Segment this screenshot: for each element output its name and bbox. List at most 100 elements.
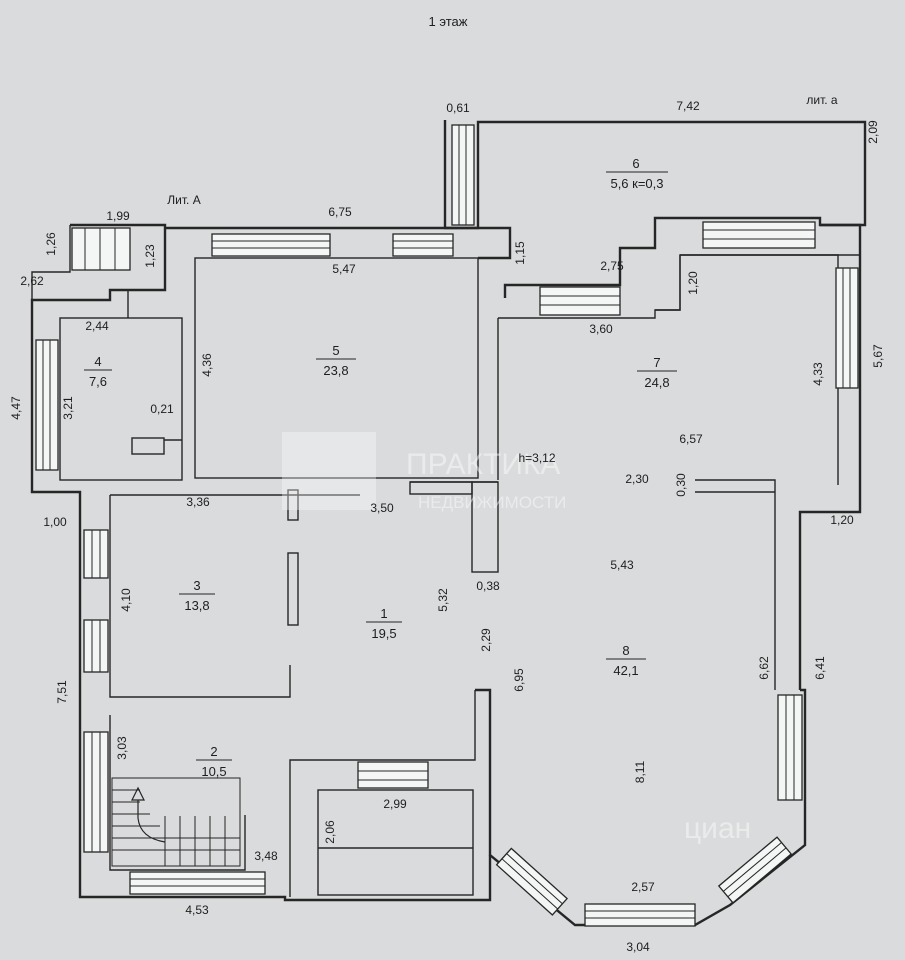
dimension-label: 3,21	[61, 396, 75, 420]
dimension-label: 3,36	[186, 495, 210, 509]
partition-room1-lower	[289, 690, 476, 897]
window-room7-right	[835, 267, 859, 389]
window-room8-right	[777, 694, 803, 801]
staircase	[111, 777, 241, 867]
room-6: 6 5,6 к=0,3	[606, 156, 668, 191]
dimension-label: 1,15	[513, 241, 527, 265]
dimension-label: 0,61	[446, 101, 470, 115]
room-5: 5 23,8	[316, 343, 356, 378]
wall-room2	[109, 715, 246, 871]
dimension-label: 2,44	[85, 319, 109, 333]
dimension-label: 2,30	[625, 472, 649, 486]
dimension-label: 2,06	[323, 820, 337, 844]
watermark-line1: ПРАКТИКА	[406, 448, 560, 481]
room4-outline	[59, 317, 183, 481]
dimension-label: 1,23	[143, 244, 157, 268]
window-room1-inner	[357, 761, 429, 789]
walls	[30, 120, 867, 927]
lit-big-label: Лит. А	[167, 193, 200, 207]
room-number: 2	[210, 744, 217, 759]
partition-inner-box	[317, 789, 474, 896]
room-area: 19,5	[371, 626, 396, 641]
dimension-label: 2,62	[20, 274, 44, 288]
room-labels: 1 19,5 2 10,5 3 13,8 4 7,6 5 23,8 6 5,6 …	[84, 156, 677, 779]
wall-right-upper	[798, 223, 862, 690]
room-number: 6	[632, 156, 639, 171]
dimension-label: 1,00	[43, 515, 67, 529]
window-room3-left-a	[83, 529, 109, 579]
room-area: 24,8	[644, 375, 669, 390]
window-bay-left	[495, 847, 569, 916]
dimension-label: 1,99	[106, 209, 130, 223]
stair-arrow-icon	[131, 786, 145, 801]
window-room2-left	[83, 731, 109, 853]
dimension-label: 7,42	[676, 99, 700, 113]
dimension-label: 0,38	[476, 579, 500, 593]
window-bay-right	[717, 836, 793, 904]
wall-annex	[30, 223, 167, 515]
dimension-label: 3,04	[626, 940, 650, 954]
partition-column	[471, 481, 499, 573]
ceiling-height-label: h=3,12	[518, 451, 555, 465]
room7-outline	[498, 254, 839, 485]
room-number: 4	[94, 354, 101, 369]
dimension-label: 1,26	[44, 232, 58, 256]
room-2: 2 10,5	[196, 744, 232, 779]
dimension-label: 4,53	[185, 903, 209, 917]
room-number: 5	[332, 343, 339, 358]
room-number: 7	[653, 355, 660, 370]
room-8: 8 42,1	[606, 643, 646, 678]
window-room4-left	[35, 339, 59, 471]
windows	[35, 124, 859, 927]
room-area: 10,5	[201, 764, 226, 779]
dimension-label: 6,62	[757, 656, 771, 680]
watermark-corner: циан	[684, 812, 751, 845]
page-title: 1 этаж	[429, 14, 468, 29]
room-7: 7 24,8	[637, 355, 677, 390]
dimension-label: 2,99	[383, 797, 407, 811]
dimension-label: 3,60	[589, 322, 613, 336]
window-top-5b	[392, 233, 454, 257]
room-number: 3	[193, 578, 200, 593]
dimension-label: 6,75	[328, 205, 352, 219]
dimension-label: 2,57	[631, 880, 655, 894]
room-4: 4 7,6	[84, 354, 112, 389]
dimension-label: 2,09	[866, 120, 880, 144]
dimension-label: 4,10	[119, 588, 133, 612]
dimension-label: 5,43	[610, 558, 634, 572]
dimension-label: 5,67	[871, 344, 885, 368]
dimension-label: 3,50	[370, 501, 394, 515]
room5-outline	[194, 257, 479, 479]
dimension-label: 3,48	[254, 849, 278, 863]
dimension-label: 6,57	[679, 432, 703, 446]
dimension-label: 4,47	[9, 396, 23, 420]
dimension-label: 8,11	[633, 760, 647, 783]
dimension-label: 4,33	[811, 362, 825, 386]
dimension-label: 6,95	[512, 668, 526, 692]
dimension-label: 1,20	[686, 271, 700, 295]
room-area: 42,1	[613, 663, 638, 678]
window-lit-a-vertical	[451, 124, 475, 226]
dimension-label: 0,21	[150, 402, 174, 416]
window-bottom-left	[129, 871, 266, 895]
partition-7-8	[695, 479, 776, 690]
watermark-logo-icon	[282, 432, 376, 510]
dimension-label: 6,41	[813, 656, 827, 680]
dimension-label: 1,20	[830, 513, 854, 527]
dimension-label: 5,47	[332, 262, 356, 276]
dimension-label: 3,03	[115, 736, 129, 760]
wall-lit-a	[443, 120, 867, 298]
room-area: 5,6 к=0,3	[610, 176, 663, 191]
dimension-label: 2,75	[600, 259, 624, 273]
room-area: 7,6	[89, 374, 107, 389]
window-room7-step	[539, 286, 621, 316]
partition-pillar-2	[287, 552, 299, 626]
interior-walls	[59, 254, 839, 897]
lit-small-label: лит. а	[806, 93, 838, 107]
watermark-line2: НЕДВИЖИМОСТИ	[418, 493, 566, 512]
dimension-label: 4,36	[200, 353, 214, 377]
room-area: 13,8	[184, 598, 209, 613]
room-1: 1 19,5	[366, 606, 402, 641]
window-stair-top	[71, 227, 131, 271]
